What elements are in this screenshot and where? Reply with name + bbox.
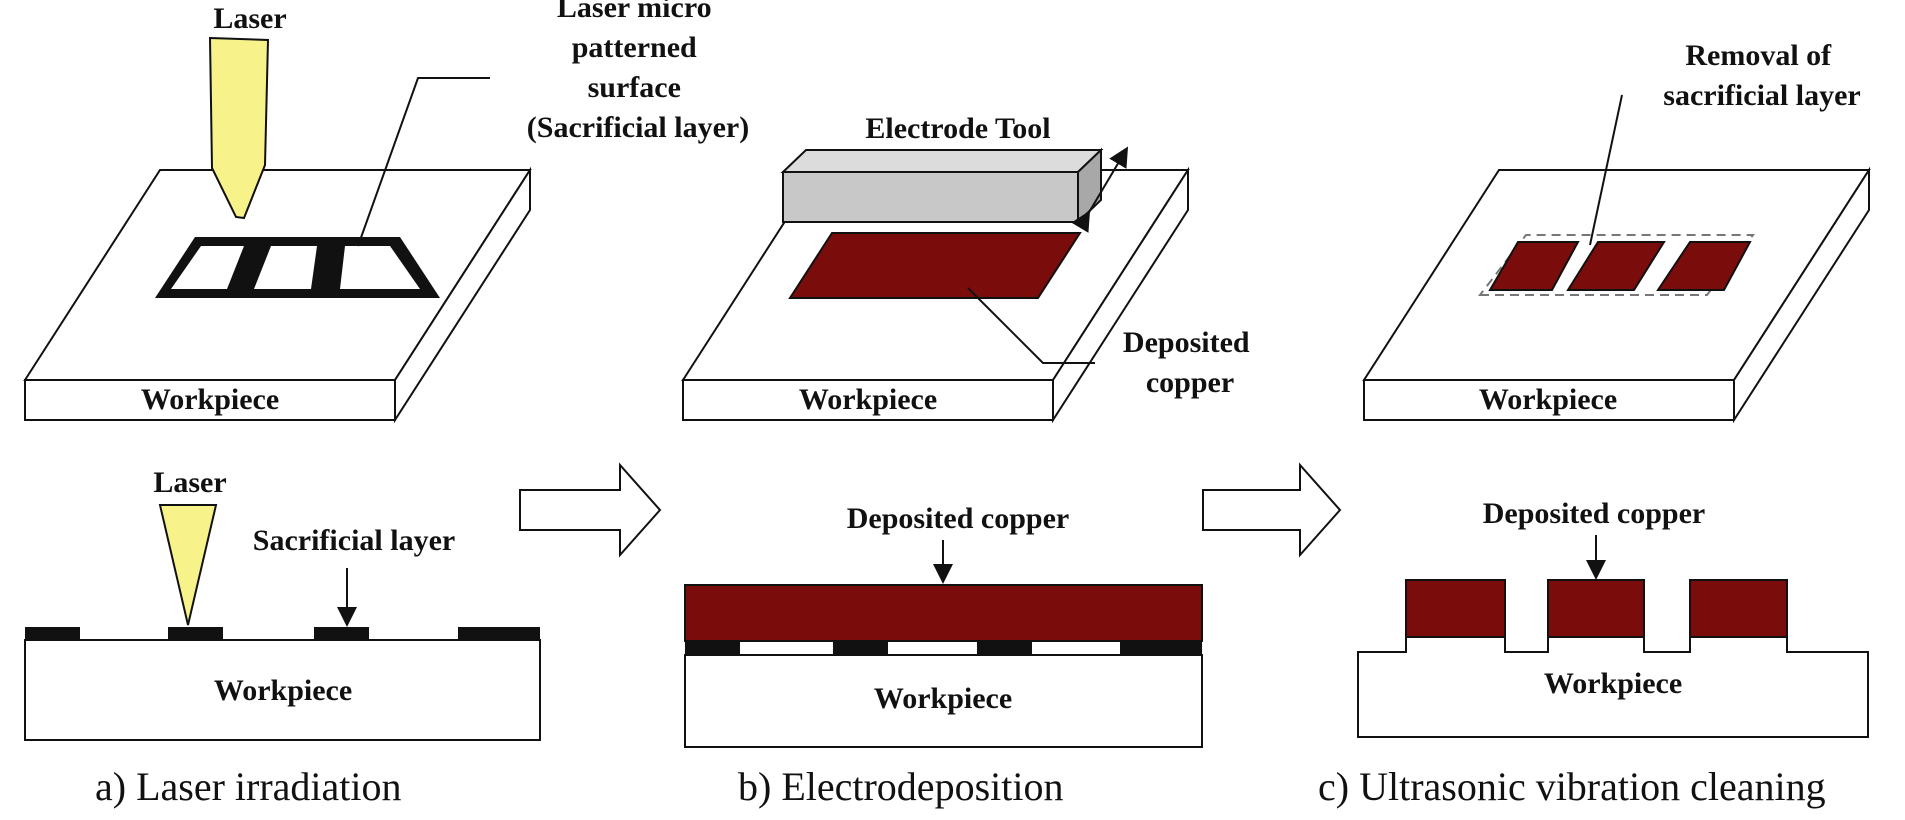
copper-pillar-3 xyxy=(1689,579,1788,638)
tool-motion-arrow-icon xyxy=(1071,146,1129,233)
caption-b: b) Electrodeposition xyxy=(738,764,1063,809)
deposited-copper-plate xyxy=(788,232,1082,299)
sacrificial-block-1 xyxy=(25,627,80,640)
deposited-copper-label: Deposited copper xyxy=(847,502,1069,535)
workpiece-label: Workpiece xyxy=(799,383,937,416)
sacrificial-block-4 xyxy=(458,627,540,640)
panel-c-top: Workpiece Removal of sacrificial layer xyxy=(1362,39,1871,424)
sacrificial-layer-label: Sacrificial layer xyxy=(253,524,455,557)
removal-label: Removal of sacrificial layer xyxy=(1663,39,1860,112)
laser-beam-icon xyxy=(208,36,270,220)
workpiece-a-side xyxy=(394,166,531,424)
laser-label: Laser xyxy=(153,466,226,499)
sacrificial-block-3 xyxy=(977,641,1032,655)
sacrificial-block-3 xyxy=(314,627,369,640)
workpiece-label: Workpiece xyxy=(1479,383,1617,416)
sacrificial-block-1 xyxy=(685,641,740,655)
deposit-leader-line xyxy=(967,287,1095,364)
pattern-gap-1 xyxy=(171,246,244,289)
panel-a-top: Workpiece Laser Laser micro patterned su… xyxy=(23,0,749,424)
deposit-label: Deposited copper xyxy=(1123,326,1257,399)
pattern-label: Laser micro patterned surface (Sacrifici… xyxy=(527,0,749,144)
copper-strip-2 xyxy=(1566,241,1666,291)
pattern-gap-3 xyxy=(340,246,420,289)
workpiece-label: Workpiece xyxy=(1544,667,1682,700)
pattern-leader-line xyxy=(357,77,490,247)
pattern-gap-2 xyxy=(254,246,317,289)
workpiece-label: Workpiece xyxy=(141,383,279,416)
deposited-copper-label: Deposited copper xyxy=(1483,497,1705,530)
workpiece-c-side xyxy=(1733,166,1870,424)
electrode-tool-top xyxy=(780,149,1104,173)
removed-layer-outline xyxy=(1477,234,1756,296)
electrode-tool-front xyxy=(782,171,1079,223)
copper-strip-3 xyxy=(1656,241,1752,291)
caption-a: a) Laser irradiation xyxy=(95,764,402,809)
copper-pillar-2 xyxy=(1547,579,1645,638)
panel-c-side: Workpiece Deposited copper xyxy=(1357,497,1869,738)
copper-pillar-1 xyxy=(1405,579,1506,638)
copper-strip-1 xyxy=(1488,241,1580,291)
panel-a-side: Workpiece Laser Sacrificial layer xyxy=(24,466,541,741)
process-arrow-1-icon xyxy=(519,462,662,558)
workpiece-label: Workpiece xyxy=(874,682,1012,715)
workpiece-b-cross-section xyxy=(684,654,1203,748)
sacrificial-block-2 xyxy=(833,641,888,655)
workpiece-label: Workpiece xyxy=(214,674,352,707)
panel-b-side: Workpiece Deposited copper xyxy=(684,502,1203,748)
panel-b-top: Workpiece Electrode Tool Deposited coppe… xyxy=(681,112,1257,424)
workpiece-b-side xyxy=(1052,166,1189,424)
sacrificial-block-4 xyxy=(1120,641,1202,655)
sacrificial-block-2 xyxy=(168,627,223,640)
laser-label: Laser xyxy=(213,2,286,35)
removal-leader-line xyxy=(1589,94,1623,246)
deposited-copper-layer xyxy=(684,584,1203,642)
workpiece-a-cross-section xyxy=(24,639,541,741)
electrode-tool-label: Electrode Tool xyxy=(865,112,1050,145)
process-arrow-2-icon xyxy=(1202,462,1342,558)
caption-c: c) Ultrasonic vibration cleaning xyxy=(1318,764,1826,809)
laser-cone-icon xyxy=(158,504,218,626)
